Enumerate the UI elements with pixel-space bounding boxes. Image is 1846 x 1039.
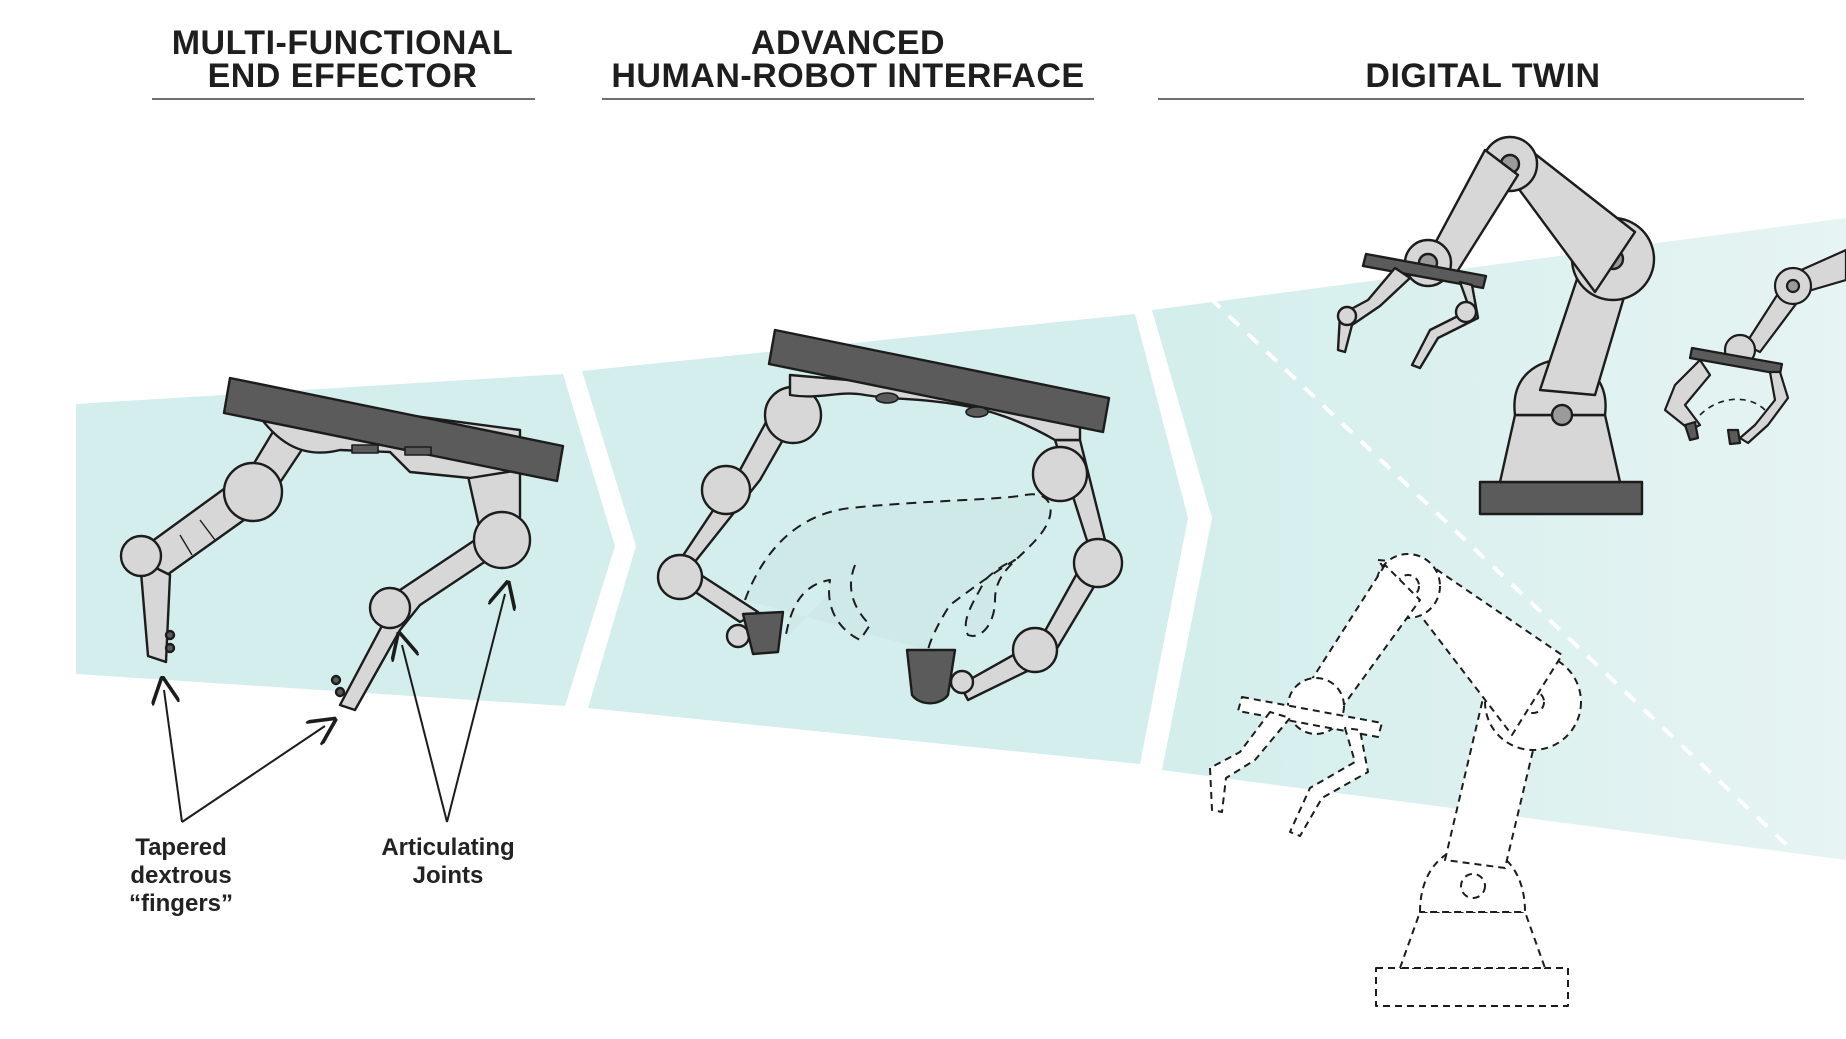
panel-title-digital-twin: DIGITAL TWIN: [1365, 57, 1601, 95]
mount-plate: [767, 328, 1111, 434]
virtual-twin-robot: [1209, 553, 1582, 1007]
mount-plate: [222, 376, 565, 483]
title-underline: [1158, 98, 1804, 100]
panel-title-end-effector: MULTI-FUNCTIONAL END EFFECTOR: [171, 24, 514, 95]
panel-title-human-robot-interface: ADVANCED HUMAN-ROBOT INTERFACE: [611, 24, 1085, 95]
callout-tapered-fingers: Tapered dextrous “fingers”: [128, 834, 233, 917]
title-underline: [152, 98, 535, 100]
twin-divider: [1208, 296, 1794, 852]
end-effector-gripper: [119, 376, 565, 712]
interface-gripper: [656, 328, 1124, 705]
second-robot-arm: [1663, 248, 1846, 446]
physical-robot-arm: [1336, 135, 1656, 516]
title-underline: [602, 98, 1094, 100]
human-hand-outline: [744, 493, 1052, 651]
callout-arrows: [164, 594, 505, 823]
callout-articulating-joints: Articulating Joints: [381, 834, 515, 889]
